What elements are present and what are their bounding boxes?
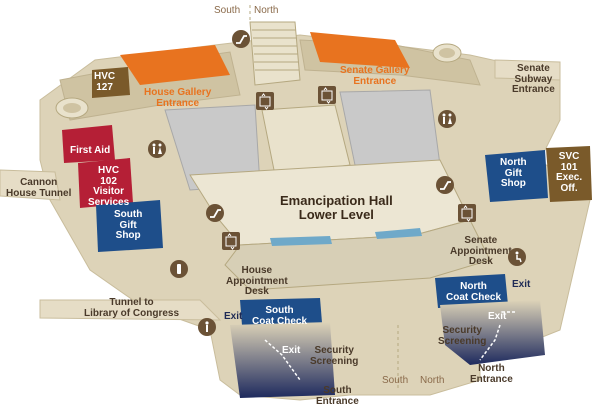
exit-label[interactable]: Exit [512, 279, 531, 290]
emancipation-hall [189, 159, 491, 291]
escalator-icon [232, 30, 250, 48]
exit-label[interactable]: Exit [282, 345, 301, 356]
exit-arrows [264, 311, 515, 381]
escalator-icon [436, 176, 454, 194]
telephone-icon [170, 260, 188, 278]
elevator-icon [318, 86, 336, 104]
colored-rooms [62, 67, 592, 398]
exit-label[interactable]: Exit [224, 311, 243, 322]
restroom-icon [198, 318, 216, 336]
elevator-icon [458, 204, 476, 222]
compass-south-bottom: South [382, 375, 409, 386]
exit-label[interactable]: Exit [488, 311, 507, 322]
room-blocks [55, 21, 481, 191]
restroom-icon [438, 110, 456, 128]
restroom-icon [148, 140, 166, 158]
escalator-icon [206, 204, 224, 222]
compass-south-top: South [214, 5, 241, 16]
accessible-icon [508, 248, 526, 266]
compass-north-bottom: North [420, 375, 445, 386]
compass-north-top: North [254, 5, 279, 16]
elevator-icon [256, 92, 274, 110]
elevator-icon [222, 232, 240, 250]
room-first-aid[interactable]: First Aid [70, 145, 111, 156]
